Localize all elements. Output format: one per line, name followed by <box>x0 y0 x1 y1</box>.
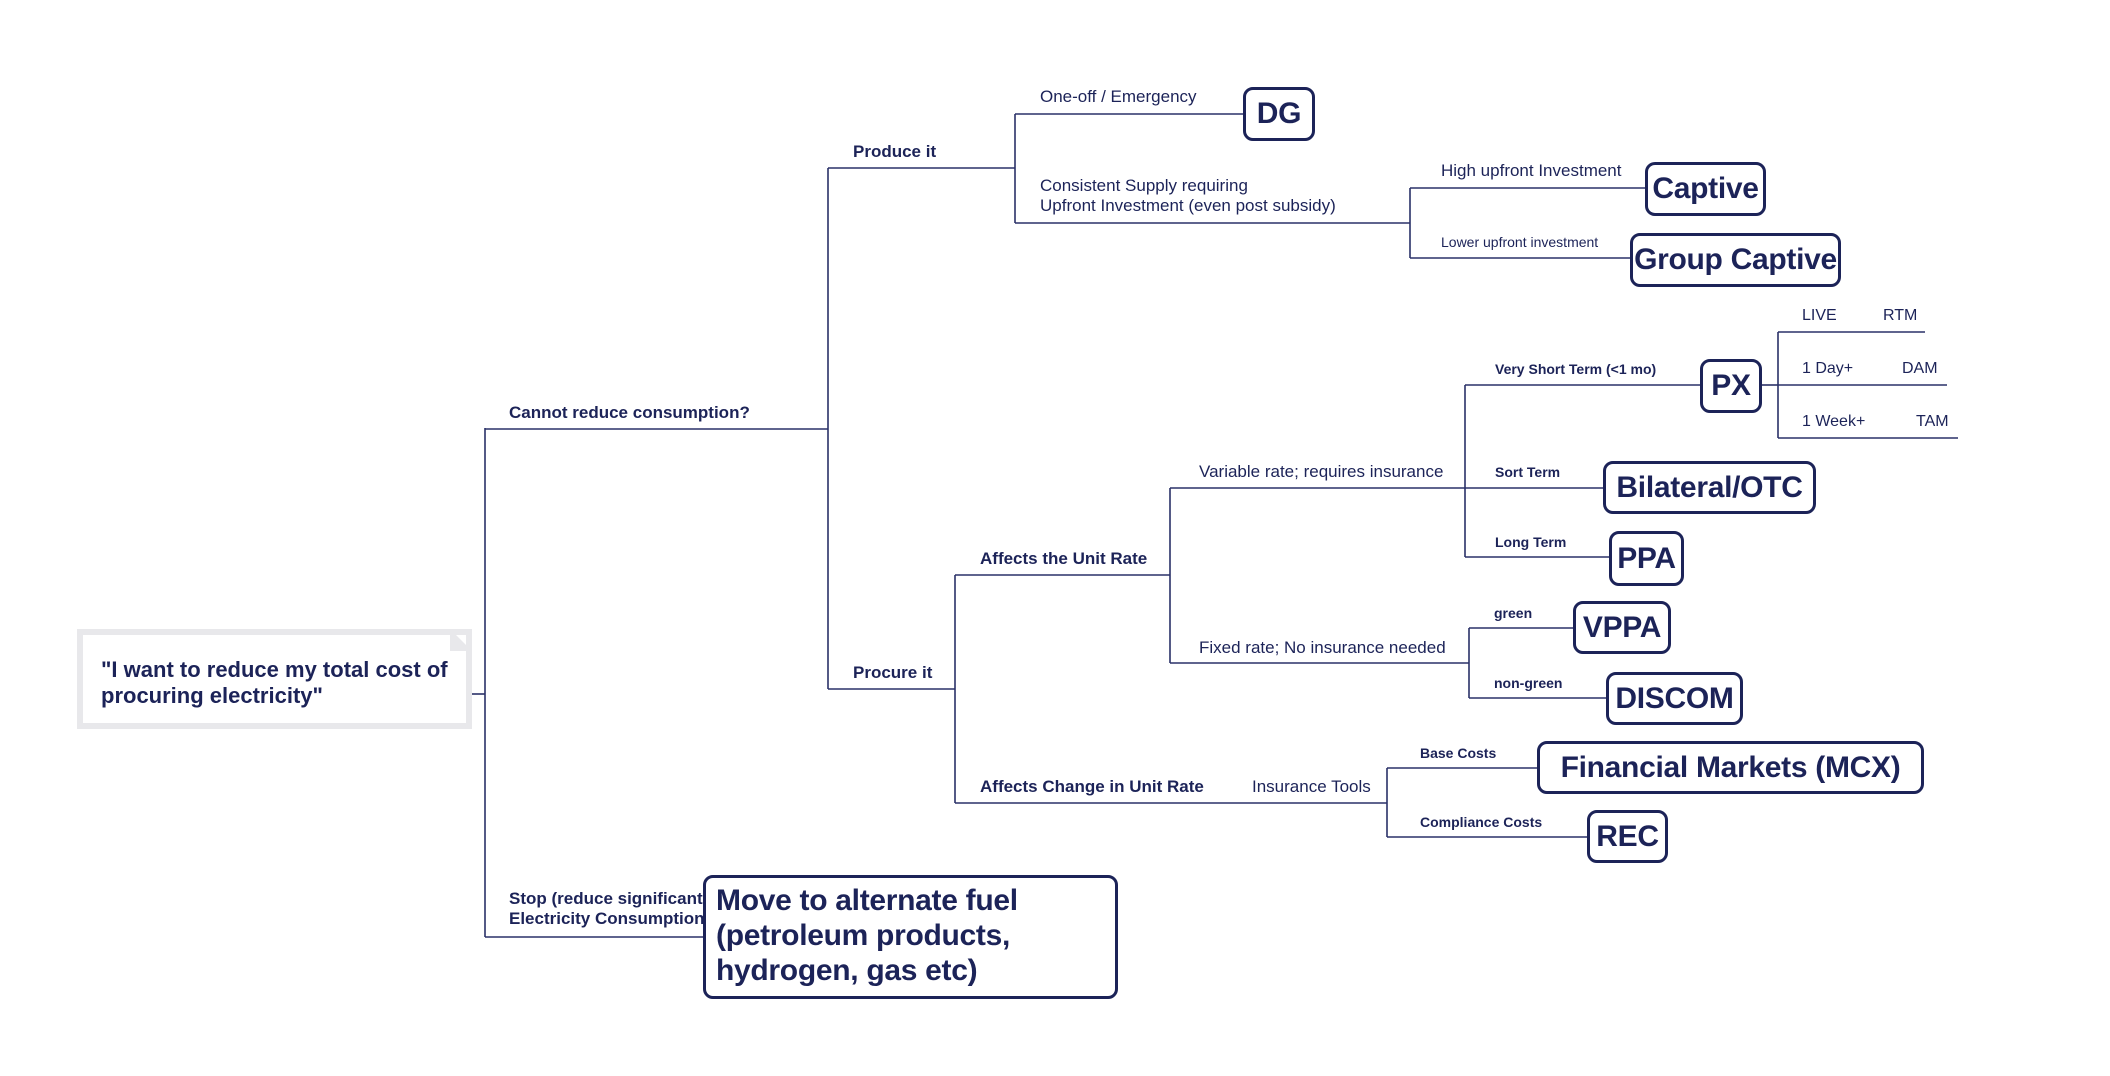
label-non-green: non-green <box>1494 675 1563 691</box>
root-problem-statement: "I want to reduce my total cost of procu… <box>77 629 472 729</box>
label-consistent-line1: Consistent Supply requiring <box>1040 176 1248 195</box>
node-vppa: VPPA <box>1573 601 1671 654</box>
node-rec: REC <box>1587 810 1668 863</box>
root-text: "I want to reduce my total cost of procu… <box>101 657 448 708</box>
node-px: PX <box>1700 359 1762 413</box>
label-px-term-day: 1 Day+ <box>1802 360 1854 377</box>
label-px-market-tam: TAM <box>1916 413 1949 430</box>
label-px-term-live: LIVE <box>1802 307 1837 324</box>
label-px-market-rtm: RTM <box>1883 307 1918 324</box>
node-ppa: PPA <box>1609 531 1684 586</box>
label-very-short-term: Very Short Term (<1 mo) <box>1495 361 1657 377</box>
label-variable-rate: Variable rate; requires insurance <box>1199 462 1444 481</box>
label-fixed-rate: Fixed rate; No insurance needed <box>1199 638 1446 657</box>
label-compliance-costs: Compliance Costs <box>1420 814 1543 830</box>
node-financial-markets: Financial Markets (MCX) <box>1537 741 1924 794</box>
label-one-off: One-off / Emergency <box>1040 87 1197 106</box>
alternate-fuel-line1: Move to alternate fuel <box>716 884 1018 917</box>
label-px-market-dam: DAM <box>1902 360 1938 377</box>
label-procure: Procure it <box>853 663 933 682</box>
node-alternate-fuel: Move to alternate fuel (petroleum produc… <box>703 875 1118 999</box>
note-fold-icon <box>450 629 472 651</box>
label-stop-line1: Stop (reduce significantly) <box>509 889 723 908</box>
label-sort-term: Sort Term <box>1495 464 1561 480</box>
label-produce: Produce it <box>853 142 937 161</box>
node-bilateral-otc: Bilateral/OTC <box>1603 461 1816 514</box>
label-affects-change: Affects Change in Unit Rate <box>980 777 1204 796</box>
label-cannot-reduce: Cannot reduce consumption? <box>509 403 750 422</box>
label-high-upfront: High upfront Investment <box>1441 161 1622 180</box>
alternate-fuel-line2: (petroleum products, <box>716 918 1011 952</box>
alternate-fuel-line3: hydrogen, gas etc) <box>716 953 978 987</box>
label-lower-upfront: Lower upfront investment <box>1441 234 1599 250</box>
label-green: green <box>1494 605 1533 621</box>
label-long-term: Long Term <box>1495 534 1567 550</box>
node-dg: DG <box>1243 87 1315 141</box>
label-base-costs: Base Costs <box>1420 745 1497 761</box>
label-px-term-week: 1 Week+ <box>1802 413 1866 430</box>
label-insurance-tools: Insurance Tools <box>1252 777 1371 796</box>
node-discom: DISCOM <box>1606 672 1743 725</box>
label-consistent-line2: Upfront Investment (even post subsidy) <box>1040 196 1336 215</box>
node-captive: Captive <box>1645 162 1766 216</box>
label-affects-unit-rate: Affects the Unit Rate <box>980 549 1148 568</box>
label-stop-line2: Electricity Consumption <box>509 909 705 928</box>
node-group-captive: Group Captive <box>1630 233 1841 287</box>
